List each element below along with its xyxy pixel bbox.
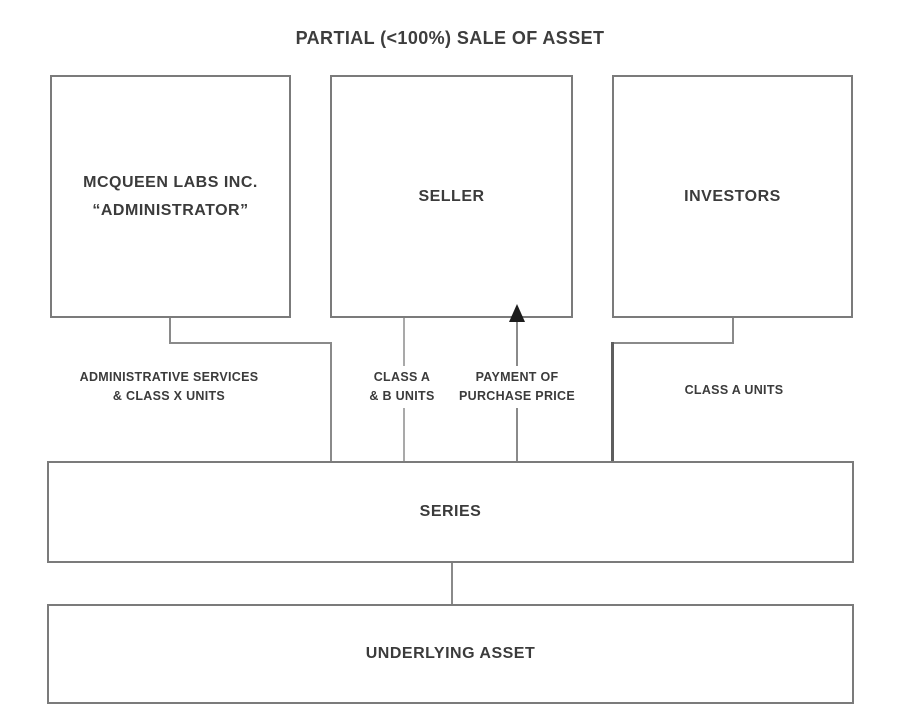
edge-investors-horizontal <box>611 342 734 344</box>
edge-label-administrative-services: ADMINISTRATIVE SERVICES & CLASS X UNITS <box>58 366 280 408</box>
node-series-label: SERIES <box>419 503 482 520</box>
node-seller: SELLER <box>330 75 573 318</box>
edge-administrator-vertical-top <box>169 318 171 344</box>
node-seller-label: SELLER <box>418 187 485 205</box>
node-investors: INVESTORS <box>612 75 853 318</box>
edge-label-class-a-b-units-line2: & B UNITS <box>369 389 435 403</box>
node-administrator-line1: MCQUEEN LABS INC. <box>83 173 258 191</box>
node-investors-label: INVESTORS <box>684 187 781 205</box>
edge-administrator-vertical-bottom <box>330 342 332 461</box>
edge-label-class-a-b-units: CLASS A & B UNITS <box>352 366 452 408</box>
diagram-title: PARTIAL (<100%) SALE OF ASSET <box>295 28 605 48</box>
node-underlying-asset-label: UNDERLYING ASSET <box>365 645 536 662</box>
edge-label-class-a-b-units-line1: CLASS A <box>373 370 431 384</box>
edge-administrator-horizontal <box>169 342 332 344</box>
edge-label-payment-line2: PURCHASE PRICE <box>458 389 576 403</box>
node-administrator-label: MCQUEEN LABS INC. “ADMINISTRATOR” <box>83 169 258 225</box>
edge-investors-vertical-top <box>732 318 734 344</box>
node-administrator: MCQUEEN LABS INC. “ADMINISTRATOR” <box>50 75 291 318</box>
edge-label-class-a-units: CLASS A UNITS <box>671 379 797 402</box>
edge-label-administrative-services-line1: ADMINISTRATIVE SERVICES <box>79 370 259 384</box>
node-underlying-asset: UNDERLYING ASSET <box>47 604 854 704</box>
node-administrator-line2: “ADMINISTRATOR” <box>92 201 249 219</box>
edge-investors-vertical-bottom <box>611 342 614 461</box>
arrow-up-icon <box>509 304 525 322</box>
edge-series-underlying-line <box>451 563 453 604</box>
node-series: SERIES <box>47 461 854 563</box>
edge-label-class-a-units-line1: CLASS A UNITS <box>684 383 784 397</box>
edge-label-administrative-services-line2: & CLASS X UNITS <box>112 389 226 403</box>
edge-label-payment: PAYMENT OF PURCHASE PRICE <box>453 366 581 408</box>
edge-label-payment-line1: PAYMENT OF <box>475 370 559 384</box>
